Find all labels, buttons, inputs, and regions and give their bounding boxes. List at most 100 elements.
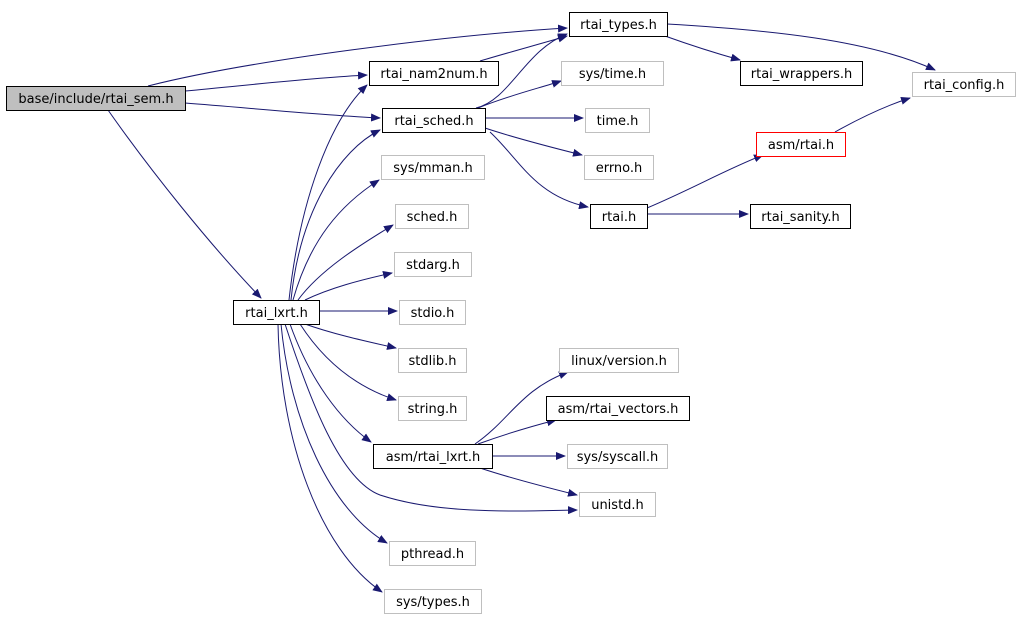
node-box xyxy=(373,444,493,469)
node-asm-rtai-lxrt[interactable]: asm/rtai_lxrt.h xyxy=(373,444,493,469)
node-label: sys/mman.h xyxy=(393,161,473,176)
node-stdlib[interactable]: stdlib.h xyxy=(398,348,467,373)
node-rtai[interactable]: rtai.h xyxy=(590,204,648,229)
node-rtai-sanity[interactable]: rtai_sanity.h xyxy=(750,204,851,229)
node-label: unistd.h xyxy=(591,498,644,513)
node-linux-version[interactable]: linux/version.h xyxy=(559,348,679,373)
node-label: string.h xyxy=(408,402,458,417)
node-sys-mman[interactable]: sys/mman.h xyxy=(381,155,485,180)
edge-rtai_lxrt-to-stdarg xyxy=(304,271,393,301)
node-label: base/include/rtai_sem.h xyxy=(18,92,173,107)
node-label: linux/version.h xyxy=(571,354,667,369)
node-label: rtai_lxrt.h xyxy=(245,306,308,321)
edge-rtai_lxrt-to-rtai_sched xyxy=(290,129,381,301)
node-rtai-nam2num[interactable]: rtai_nam2num.h xyxy=(369,61,499,86)
node-box xyxy=(233,300,320,325)
node-asm-rtai-vectors[interactable]: asm/rtai_vectors.h xyxy=(546,396,690,421)
edge-rtai_lxrt-to-string xyxy=(299,323,397,402)
node-errno[interactable]: errno.h xyxy=(584,155,654,180)
edge-rtai_sched-to-rtai_types xyxy=(475,33,568,109)
node-rtai-wrappers[interactable]: rtai_wrappers.h xyxy=(740,61,863,86)
node-box xyxy=(389,541,476,566)
edge-rtai_lxrt-to-stdlib xyxy=(304,323,397,350)
node-label: stdlib.h xyxy=(409,354,457,369)
node-label: errno.h xyxy=(596,161,643,176)
edge-rtai_lxrt-to-rtai_nam2num xyxy=(288,84,368,301)
node-label: sys/time.h xyxy=(579,67,646,82)
node-sys-syscall[interactable]: sys/syscall.h xyxy=(567,444,668,469)
edges-layer xyxy=(107,23,936,593)
edge-rtai_lxrt-to-pthread xyxy=(280,323,388,544)
edge-asm_rtai_lxrt-to-linux_version xyxy=(474,371,569,445)
node-box xyxy=(6,86,186,111)
node-label: rtai_nam2num.h xyxy=(380,67,487,82)
node-rtai-sem[interactable]: base/include/rtai_sem.h xyxy=(6,86,186,111)
node-label: stdarg.h xyxy=(406,258,460,273)
node-rtai-config[interactable]: rtai_config.h xyxy=(912,72,1016,97)
node-box xyxy=(399,300,466,325)
node-label: asm/rtai_lxrt.h xyxy=(386,450,480,465)
edge-rtai_sem-to-rtai_types xyxy=(147,24,568,87)
node-label: sys/types.h xyxy=(396,595,470,610)
node-label: rtai_config.h xyxy=(924,78,1005,93)
node-box xyxy=(369,61,499,86)
edge-rtai_sched-to-rtai xyxy=(489,131,589,210)
edge-rtai_sem-to-rtai_nam2num xyxy=(184,71,368,92)
edge-rtai_lxrt-to-asm_rtai_lxrt xyxy=(289,323,372,443)
node-box xyxy=(584,155,654,180)
node-time[interactable]: time.h xyxy=(585,108,650,133)
node-box xyxy=(384,589,482,614)
node-box xyxy=(559,348,679,373)
node-label: rtai_sanity.h xyxy=(761,210,839,225)
node-label: rtai_sched.h xyxy=(394,114,473,129)
edge-asm_rtai_lxrt-to-unistd xyxy=(479,467,578,497)
node-rtai-lxrt[interactable]: rtai_lxrt.h xyxy=(233,300,320,325)
node-box xyxy=(381,155,485,180)
node-box xyxy=(590,204,648,229)
node-box xyxy=(740,61,863,86)
node-box xyxy=(567,444,668,469)
node-stdarg[interactable]: stdarg.h xyxy=(394,252,472,277)
node-box xyxy=(756,132,846,157)
node-label: sched.h xyxy=(407,210,458,225)
edge-rtai_sched-to-sys_time xyxy=(477,80,562,109)
node-box xyxy=(561,61,664,86)
node-box xyxy=(912,72,1016,97)
edge-rtai_sched-to-errno xyxy=(484,127,583,157)
edge-rtai_lxrt-to-unistd xyxy=(284,323,578,515)
node-box xyxy=(395,204,469,229)
node-sys-types[interactable]: sys/types.h xyxy=(384,589,482,614)
node-sched[interactable]: sched.h xyxy=(395,204,469,229)
node-box xyxy=(546,396,690,421)
edge-rtai_lxrt-to-sched xyxy=(297,224,394,301)
node-box xyxy=(569,12,668,37)
node-asm-rtai[interactable]: asm/rtai.h xyxy=(756,132,846,157)
edge-rtai_nam2num-to-rtai_types xyxy=(479,34,568,62)
edge-rtai_sem-to-rtai_lxrt xyxy=(107,109,262,299)
node-label: asm/rtai.h xyxy=(768,138,834,153)
node-box xyxy=(585,108,650,133)
node-label: time.h xyxy=(597,114,639,129)
node-box xyxy=(382,108,486,133)
node-stdio[interactable]: stdio.h xyxy=(399,300,466,325)
node-sys-time[interactable]: sys/time.h xyxy=(561,61,664,86)
node-rtai-sched[interactable]: rtai_sched.h xyxy=(382,108,486,133)
node-unistd[interactable]: unistd.h xyxy=(579,492,656,517)
node-pthread[interactable]: pthread.h xyxy=(389,541,476,566)
edge-rtai_lxrt-to-sys_mman xyxy=(292,179,380,301)
edge-rtai-to-asm_rtai xyxy=(646,154,764,209)
node-box xyxy=(750,204,851,229)
edge-rtai_sem-to-rtai_sched xyxy=(184,102,381,122)
node-box xyxy=(398,348,467,373)
edge-asm_rtai_lxrt-to-asm_rtai_vectors xyxy=(477,418,557,445)
node-label: asm/rtai_vectors.h xyxy=(558,402,679,417)
node-label: pthread.h xyxy=(401,547,464,562)
nodes-layer: base/include/rtai_sem.h rtai_types.h rtai_… xyxy=(6,12,1016,614)
node-string[interactable]: string.h xyxy=(398,396,467,421)
node-box xyxy=(394,252,472,277)
edge-rtai_types-to-rtai_config xyxy=(666,23,936,71)
node-label: rtai_types.h xyxy=(580,18,657,33)
node-label: sys/syscall.h xyxy=(577,450,659,465)
node-rtai-types[interactable]: rtai_types.h xyxy=(569,12,668,37)
